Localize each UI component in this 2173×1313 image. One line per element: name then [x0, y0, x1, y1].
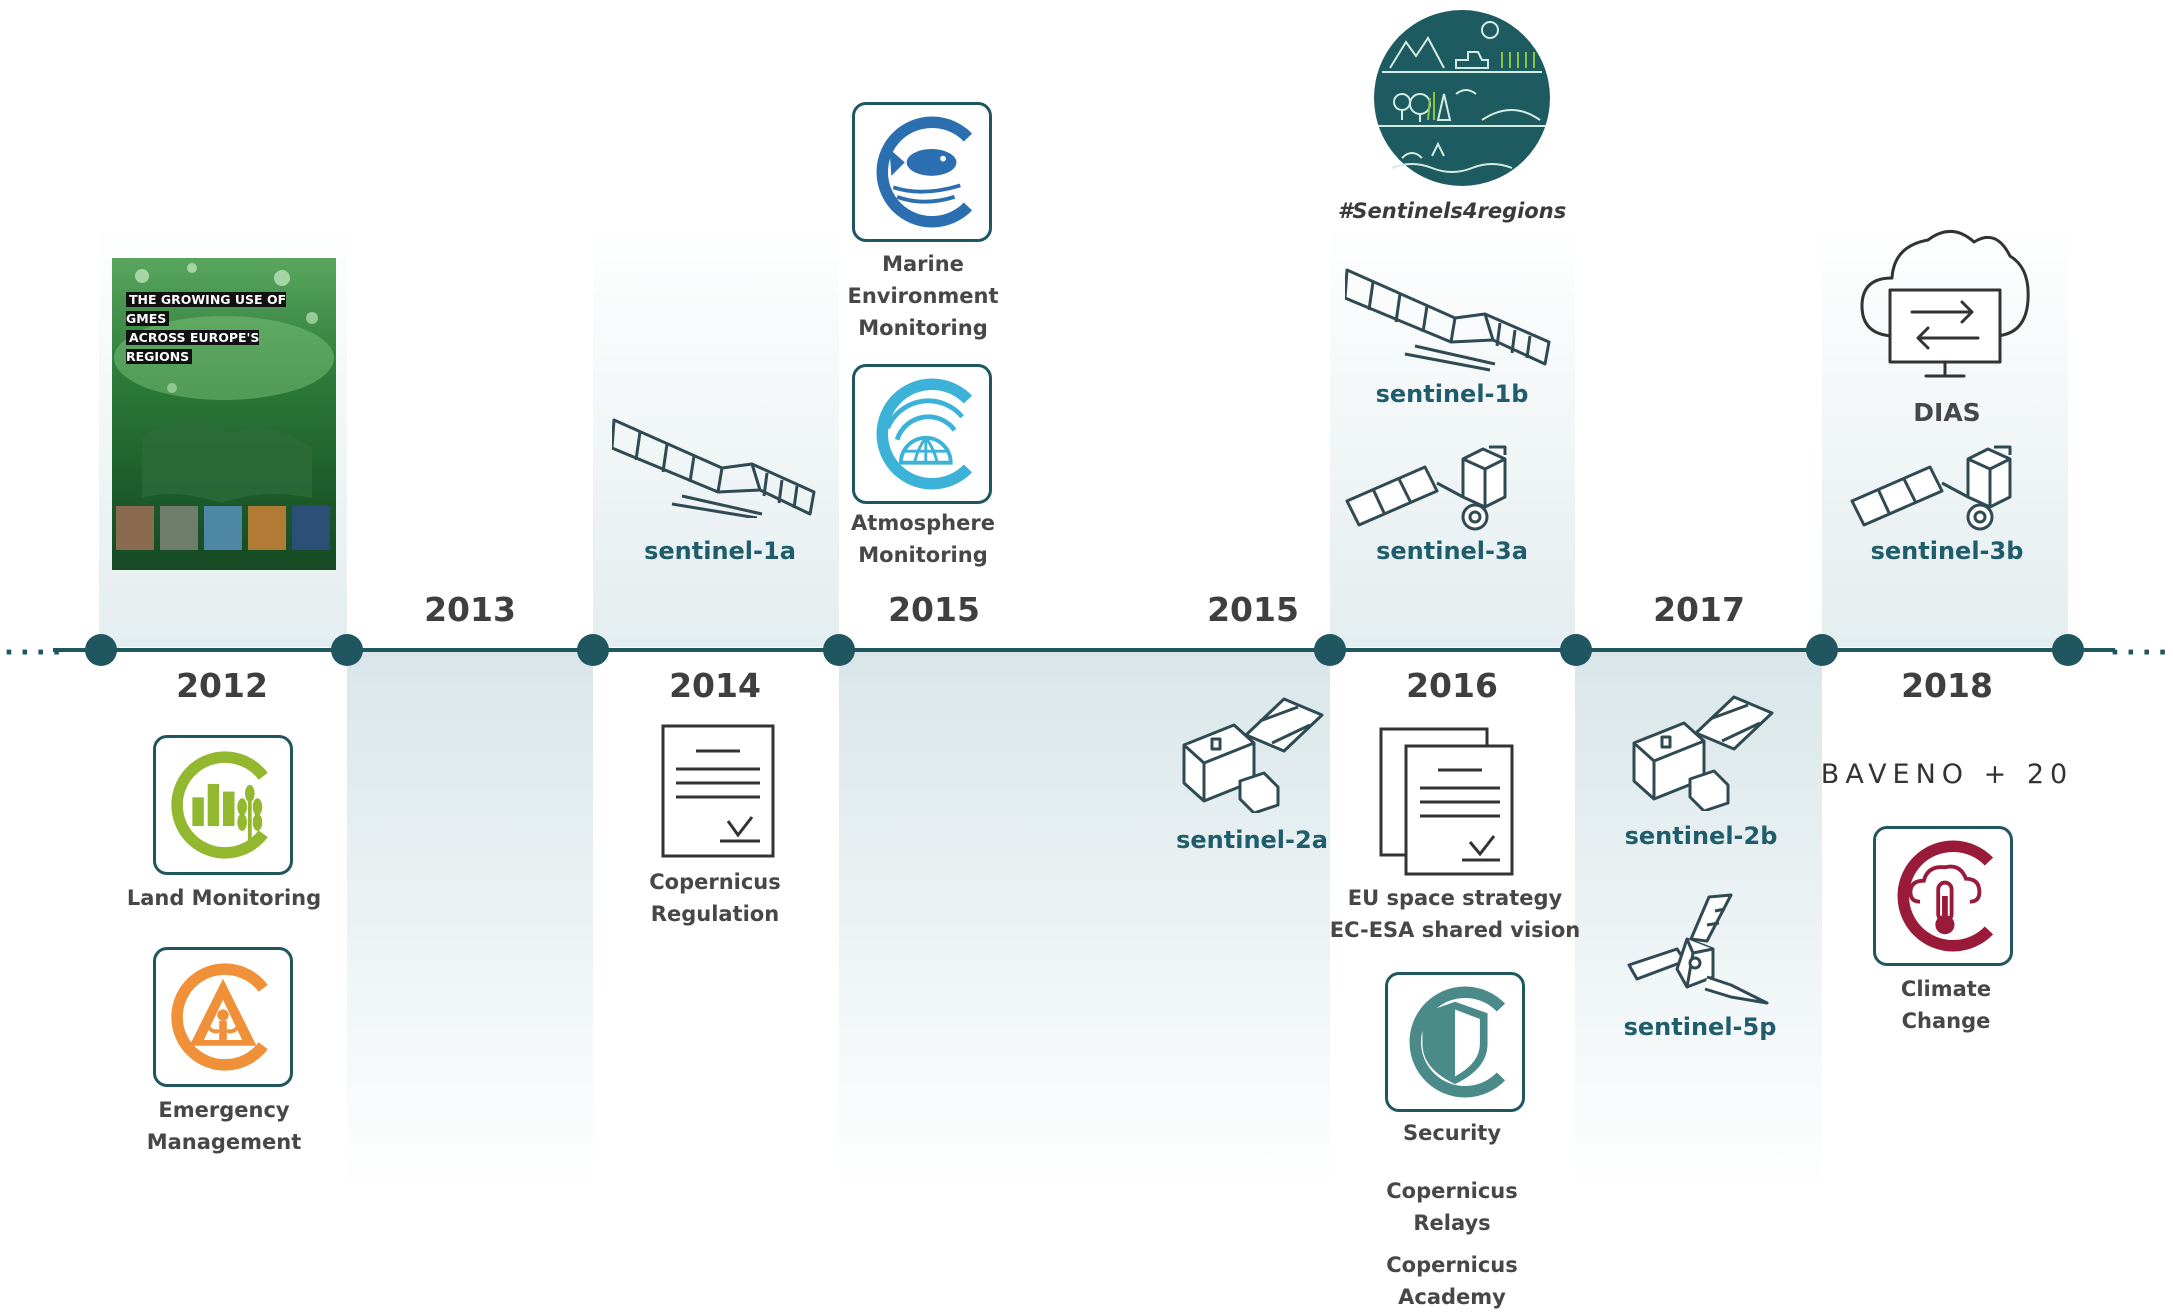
sentinel-1b-satellite-icon [1345, 268, 1551, 372]
band-2013 [347, 652, 593, 1192]
copernicus-regulation-label: Copernicus Regulation [649, 870, 781, 926]
eu-space-strategy-label: EU space strategy EC-ESA shared vision [1329, 886, 1581, 942]
climate-thermometer-icon [1873, 826, 2013, 966]
satellite-label: sentinel-1b [1375, 380, 1529, 408]
satellite-label: sentinel-5p [1623, 1013, 1777, 1041]
baveno-20-label: BAVENO + 20 [1820, 759, 2074, 790]
sentinel-3a-satellite-icon [1345, 445, 1507, 531]
photo-thumbnail [160, 506, 198, 550]
sentinel-1a-satellite-icon [612, 418, 816, 518]
year-label: 2015 [888, 590, 980, 629]
satellite-label: sentinel-3b [1870, 537, 2024, 565]
timeline-node [331, 634, 363, 666]
climate-change-label: Climate Change [1900, 977, 1992, 1033]
sentinel-5p-satellite-icon [1627, 893, 1769, 1005]
timeline-node [1560, 634, 1592, 666]
security-shield-icon [1385, 972, 1525, 1112]
publication-title: THE GROWING USE OF GMES ACROSS EUROPE'S … [126, 292, 287, 364]
documents-icon [1379, 727, 1514, 876]
land-monitoring-icon [153, 735, 293, 875]
dias-label: DIAS [1913, 398, 1981, 427]
year-label: 2018 [1901, 666, 1993, 705]
timeline-node [823, 634, 855, 666]
emergency-management-icon [153, 947, 293, 1087]
timeline-node [85, 634, 117, 666]
timeline-node [2052, 634, 2084, 666]
sentinel-2a-satellite-icon [1182, 697, 1324, 813]
marine-fish-icon [852, 102, 992, 242]
band-2014 [593, 222, 839, 647]
year-label: 2017 [1653, 590, 1745, 629]
atmosphere-globe-icon [852, 364, 992, 504]
year-label: 2016 [1406, 666, 1498, 705]
hashtag-label: #Sentinels4regions [1337, 199, 1567, 223]
photo-thumbnail [204, 506, 242, 550]
timeline-node [577, 634, 609, 666]
timeline-node [1806, 634, 1838, 666]
sentinel-3b-satellite-icon [1850, 445, 2012, 531]
year-label: 2014 [669, 666, 761, 705]
copernicus-relays-label: Copernicus Relays [1386, 1179, 1518, 1235]
satellite-label: sentinel-1a [644, 537, 796, 565]
sentinel-2b-satellite-icon [1632, 695, 1774, 811]
publication-cover: THE GROWING USE OF GMES ACROSS EUROPE'S … [112, 258, 336, 570]
photo-thumbnail [292, 506, 330, 550]
satellite-label: sentinel-3a [1376, 537, 1528, 565]
atmosphere-monitoring-label: Atmosphere Monitoring [851, 511, 995, 567]
document-icon [661, 724, 775, 858]
axis-dots-left: ···· [4, 638, 68, 668]
copernicus-academy-label: Copernicus Academy [1386, 1253, 1518, 1309]
year-label: 2013 [424, 590, 516, 629]
marine-environment-label: Marine Environment Monitoring [847, 252, 999, 340]
axis-dots-right: ···· [2110, 638, 2173, 668]
timeline-axis [53, 648, 2115, 652]
year-label: 2012 [176, 666, 268, 705]
photo-thumbnail [248, 506, 286, 550]
satellite-label: sentinel-2a [1176, 826, 1328, 854]
security-label: Security [1402, 1121, 1502, 1145]
sentinels4regions-badge [1374, 10, 1550, 186]
land-monitoring-label: Land Monitoring [126, 886, 322, 910]
timeline-node [1314, 634, 1346, 666]
emergency-management-label: Emergency Management [146, 1098, 302, 1154]
year-label: 2015 [1207, 590, 1299, 629]
photo-thumbnail [116, 506, 154, 550]
satellite-label: sentinel-2b [1624, 822, 1778, 850]
dias-cloud-icon [1860, 230, 2030, 378]
